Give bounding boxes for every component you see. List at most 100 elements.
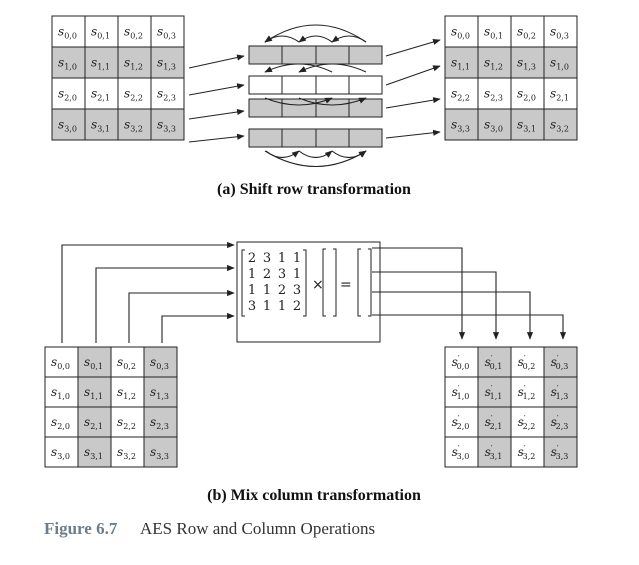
- matrix-entry-1-2: 3: [278, 267, 286, 282]
- mix-out-cell-label-1-3: s′1,3: [551, 384, 569, 401]
- shift-in-cell-label-0-2: s0,2: [124, 25, 143, 41]
- mix-in-cell-0-0: [44, 346, 79, 378]
- shift-in-cell-label-3-0: s3,0: [58, 118, 77, 134]
- mix-in-cell-3-3: [143, 436, 178, 468]
- shift-out-cell-0-3: [543, 15, 578, 48]
- mix-out-cell-label-3-2: s′3,2: [518, 444, 536, 461]
- shift-out-cell-label-3-0: s3,3: [451, 118, 470, 134]
- mix-out-cell-label-0-3: s′0,3: [551, 354, 569, 371]
- matrix-entry-2-0: 1: [248, 283, 256, 298]
- mix-in-cell-label-2-2: s2,2: [117, 415, 136, 431]
- shift-in-cell-0-0: [51, 15, 86, 48]
- shift-in-cell-label-2-0: s2,0: [58, 87, 77, 103]
- mix-out-cell-2-3: [543, 406, 578, 438]
- shift-out-cell-label-1-0: s1,1: [451, 56, 470, 72]
- mix-out-cell-0-1: [477, 346, 512, 378]
- matrix-entry-0-2: 1: [278, 251, 286, 266]
- mix-in-cell-3-0: [44, 436, 79, 468]
- mix-in-cell-label-3-2: s3,2: [117, 445, 136, 461]
- matrix-entry-2-2: 2: [278, 283, 286, 298]
- mix-in-cell-1-2: [110, 376, 145, 408]
- equals-symbol: =: [340, 277, 352, 293]
- shift-in-cell-label-0-0: s0,0: [58, 25, 77, 41]
- mix-out-cell-3-1: [477, 436, 512, 468]
- mix-out-cell-3-3: [543, 436, 578, 468]
- shift-out-cell-label-2-3: s2,1: [550, 87, 569, 103]
- shift-out-cell-0-1: [477, 15, 512, 48]
- shift-out-cell-3-2: [510, 108, 545, 141]
- shift-in-cell-3-2: [117, 108, 152, 141]
- mix-out-cell-label-3-3: s′3,3: [551, 444, 569, 461]
- shift-out-cell-label-2-0: s2,2: [451, 87, 470, 103]
- times-symbol: ×: [312, 277, 324, 293]
- matrix-entry-0-1: 3: [263, 251, 271, 266]
- matrix-entry-3-2: 1: [278, 299, 286, 314]
- mix-in-cell-0-2: [110, 346, 145, 378]
- shift-in-cell-label-1-3: s1,3: [157, 56, 176, 72]
- mix-out-cell-1-0: [444, 376, 479, 408]
- mix-out-cell-label-3-1: s′3,1: [485, 444, 503, 461]
- shift-out-cell-label-0-1: s0,1: [484, 25, 503, 41]
- mix-column-output-arrows: [372, 247, 567, 340]
- shift-out-cell-label-3-2: s3,1: [517, 118, 536, 134]
- mix-out-cell-3-0: [444, 436, 479, 468]
- mix-column-input-arrows: [61, 241, 235, 343]
- shift-out-cell-label-2-1: s2,3: [484, 87, 503, 103]
- shift-row-rotation-arrows: [264, 24, 367, 167]
- row-strip-1: [248, 75, 383, 95]
- matrix-entry-2-3: 3: [293, 283, 301, 298]
- mix-in-cell-1-3: [143, 376, 178, 408]
- mix-in-cell-label-1-2: s1,2: [117, 385, 136, 401]
- shift-in-cell-3-0: [51, 108, 86, 141]
- mix-in-cell-3-1: [77, 436, 112, 468]
- shift-in-cell-label-3-1: s3,1: [91, 118, 110, 134]
- mix-out-cell-label-2-0: s′2,0: [452, 414, 470, 431]
- matrix-entry-3-1: 1: [263, 299, 271, 314]
- shift-in-cell-2-1: [84, 77, 119, 110]
- mix-in-cell-label-1-3: s1,3: [150, 385, 169, 401]
- mix-out-cell-label-1-0: s′1,0: [452, 384, 470, 401]
- mix-in-cell-label-2-3: s2,3: [150, 415, 169, 431]
- mix-in-cell-label-0-1: s0,1: [84, 355, 103, 371]
- mix-out-cell-label-2-1: s′2,1: [485, 414, 503, 431]
- mix-in-cell-label-1-0: s1,0: [51, 385, 70, 401]
- matrix-entry-1-0: 1: [248, 267, 256, 282]
- shift-out-cell-label-3-1: s3,0: [484, 118, 503, 134]
- matrix-entry-0-3: 1: [293, 251, 301, 266]
- row-strip-0: [248, 45, 383, 65]
- matrix-entry-1-3: 1: [293, 267, 301, 282]
- mix-out-cell-0-2: [510, 346, 545, 378]
- mix-in-cell-label-0-0: s0,0: [51, 355, 70, 371]
- mix-out-cell-2-2: [510, 406, 545, 438]
- shift-in-cell-label-1-1: s1,1: [91, 56, 110, 72]
- mix-out-cell-label-0-1: s′0,1: [485, 354, 503, 371]
- shift-row-caption: (a) Shift row transformation: [217, 181, 411, 198]
- shift-out-cell-label-0-3: s0,3: [550, 25, 569, 41]
- mix-out-cell-label-2-2: s′2,2: [518, 414, 536, 431]
- shift-row-flow-arrows: [188, 39, 441, 143]
- mix-in-cell-label-0-3: s0,3: [150, 355, 169, 371]
- mix-in-cell-label-3-1: s3,1: [84, 445, 103, 461]
- mix-in-cell-label-0-2: s0,2: [117, 355, 136, 371]
- mix-out-cell-3-2: [510, 436, 545, 468]
- mix-out-cell-1-1: [477, 376, 512, 408]
- shift-in-cell-label-3-2: s3,2: [124, 118, 143, 134]
- shift-in-cell-3-1: [84, 108, 119, 141]
- mix-out-cell-label-2-3: s′2,3: [551, 414, 569, 431]
- shift-out-cell-2-2: [510, 77, 545, 110]
- shift-out-cell-3-3: [543, 108, 578, 141]
- shift-in-cell-3-3: [150, 108, 185, 141]
- matrix-entry-3-0: 3: [248, 299, 256, 314]
- mix-column-caption: (b) Mix column transformation: [207, 487, 421, 504]
- matrix-entry-2-1: 1: [263, 283, 271, 298]
- shift-in-cell-label-2-3: s2,3: [157, 87, 176, 103]
- shift-in-cell-label-2-1: s2,1: [91, 87, 110, 103]
- shift-in-cell-label-3-3: s3,3: [157, 118, 176, 134]
- shift-in-cell-label-1-2: s1,2: [124, 56, 143, 72]
